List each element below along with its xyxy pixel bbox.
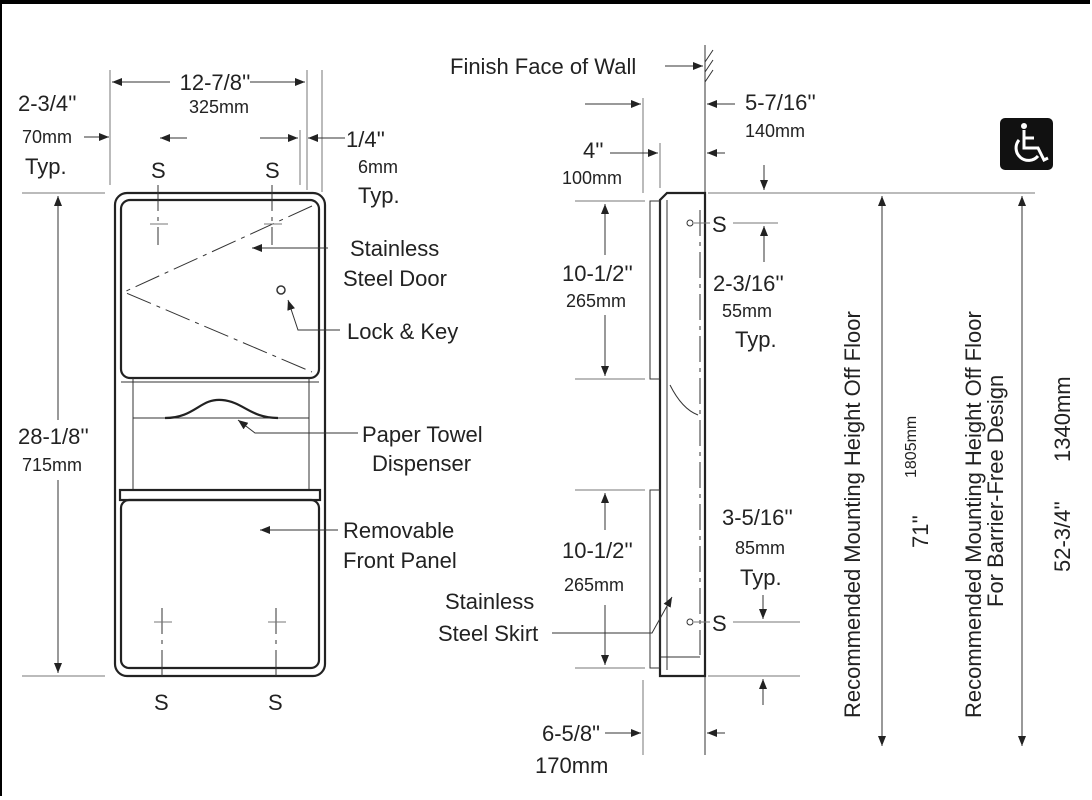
side-view: Finish Face of Wall S S 5-7/16'' 140mm 4… xyxy=(438,45,1035,778)
screw-label: S xyxy=(712,611,727,636)
edge-typ: Typ. xyxy=(25,154,67,179)
depth-inches: 5-7/16'' xyxy=(745,90,816,115)
door-swing-line xyxy=(122,205,313,373)
recess-inches: 4'' xyxy=(583,138,604,163)
ada-height-label-1: Recommended Mounting Height Off Floor xyxy=(961,311,986,718)
screw-label: S xyxy=(265,158,280,183)
ada-height-label-2: For Barrier-Free Design xyxy=(983,375,1008,607)
callout-lock: Lock & Key xyxy=(347,319,458,344)
screw-hole-icon xyxy=(686,219,694,227)
screw-label: S xyxy=(154,690,169,715)
wall-label: Finish Face of Wall xyxy=(450,54,636,79)
towel-slot xyxy=(164,398,279,420)
callout-skirt-1: Stainless xyxy=(445,589,534,614)
callout-panel-2: Front Panel xyxy=(343,548,457,573)
mounting-heights: Recommended Mounting Height Off Floor 71… xyxy=(840,118,1075,746)
panel-ledge xyxy=(118,488,322,502)
side-inches: 1/4'' xyxy=(346,127,385,152)
front-panel-outline xyxy=(119,498,321,670)
screw-label: S xyxy=(712,212,727,237)
lock-icon xyxy=(276,285,286,295)
height-mm: 715mm xyxy=(22,455,82,475)
top-screw-inches: 2-3/16'' xyxy=(713,271,784,296)
unit-outline xyxy=(113,191,327,678)
lower-flange xyxy=(649,489,661,669)
lower-mm: 265mm xyxy=(564,575,624,595)
callout-towel-1: Paper Towel xyxy=(362,422,483,447)
bottom-screw-typ: Typ. xyxy=(740,565,782,590)
top-screw-mm: 55mm xyxy=(722,301,772,321)
standard-height-mm: 1805mm xyxy=(903,416,920,478)
rough-inches: 6-5/8" xyxy=(542,721,600,746)
upper-inches: 10-1/2'' xyxy=(562,261,633,286)
wheelchair-accessible-icon xyxy=(1000,118,1053,170)
bottom-screw-mm: 85mm xyxy=(735,538,785,558)
front-view: S S S S 12-7/8'' 325mm 2-3/4'' 70mm Typ.… xyxy=(18,70,483,715)
callout-towel-2: Dispenser xyxy=(372,451,471,476)
bottom-screw-inches: 3-5/16'' xyxy=(722,505,793,530)
upper-flange xyxy=(649,200,661,380)
top-screw-typ: Typ. xyxy=(735,327,777,352)
screw-label: S xyxy=(268,690,283,715)
edge-mm: 70mm xyxy=(22,127,72,147)
door-outline xyxy=(119,198,321,380)
width-inches: 12-7/8'' xyxy=(180,70,251,95)
recess-mm: 100mm xyxy=(562,168,622,188)
upper-mm: 265mm xyxy=(566,291,626,311)
height-inches: 28-1/8'' xyxy=(18,424,89,449)
lower-inches: 10-1/2'' xyxy=(562,538,633,563)
side-mm: 6mm xyxy=(358,157,398,177)
callout-door-2: Steel Door xyxy=(343,266,447,291)
callout-door-1: Stainless xyxy=(350,236,439,261)
rough-mm: 170mm xyxy=(535,753,608,778)
side-typ: Typ. xyxy=(358,183,400,208)
depth-mm: 140mm xyxy=(745,121,805,141)
callout-panel-1: Removable xyxy=(343,518,454,543)
screw-hole-icon xyxy=(686,618,694,626)
edge-inches: 2-3/4'' xyxy=(18,91,77,116)
standard-height-label: Recommended Mounting Height Off Floor xyxy=(840,311,865,718)
width-mm: 325mm xyxy=(189,97,249,117)
standard-height-inches: 71'' xyxy=(908,515,933,548)
callout-skirt-2: Steel Skirt xyxy=(438,621,538,646)
ada-height-inches: 52-3/4'' xyxy=(1050,501,1075,572)
screw-label: S xyxy=(151,158,166,183)
ada-height-mm: 1340mm xyxy=(1050,376,1075,462)
